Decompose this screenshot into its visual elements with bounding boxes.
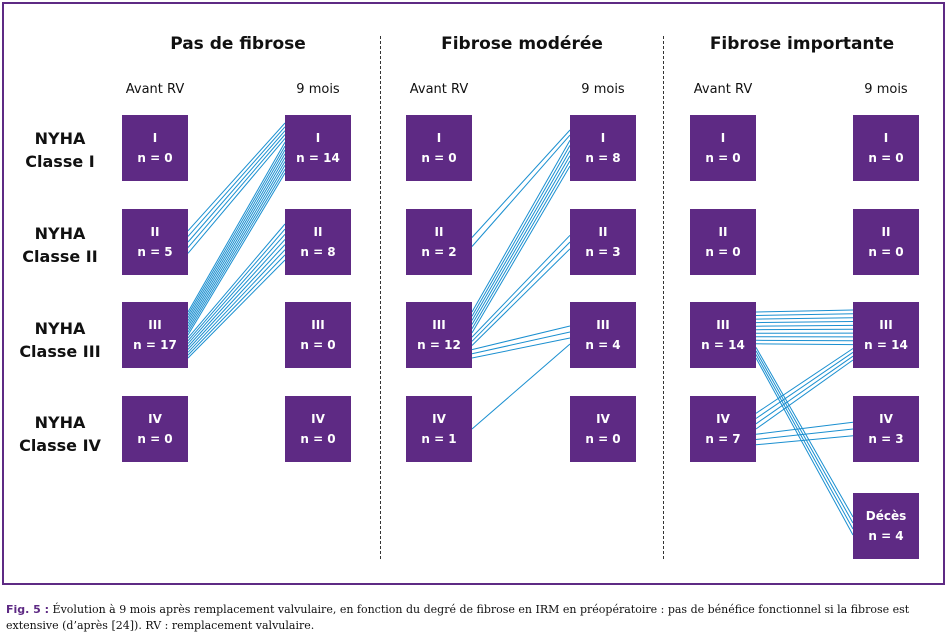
transition-line: [471, 145, 571, 317]
transition-line: [755, 317, 854, 320]
transition-line: [755, 309, 854, 313]
transition-line: [187, 153, 286, 321]
transition-line: [755, 347, 854, 518]
transition-line: [755, 324, 854, 327]
transition-line: [187, 254, 286, 356]
before-label: Avant RV: [125, 82, 185, 97]
transition-line: [471, 325, 571, 351]
before-label: Avant RV: [409, 82, 469, 97]
transition-line: [471, 234, 571, 338]
after-label: 9 mois: [296, 82, 340, 97]
figure-frame: [2, 2, 945, 585]
column-divider: [663, 36, 664, 559]
transition-line: [471, 165, 571, 334]
transition-line: [187, 228, 286, 342]
transition-line: [471, 150, 571, 321]
transition-line: [187, 239, 286, 347]
column-title-no-fibrosis: Pas de fibrose: [170, 34, 306, 54]
transition-line: [187, 126, 286, 237]
transition-line: [471, 140, 571, 313]
transition-line: [187, 157, 286, 324]
figure-caption: Fig. 5 : Évolution à 9 mois après rempla…: [6, 603, 910, 632]
transition-line: [755, 354, 854, 530]
after-label: Avant RV: [693, 82, 753, 97]
transition-line: [471, 343, 571, 430]
transition-line: [755, 339, 854, 342]
transition-line: [755, 350, 854, 524]
transition-line: [471, 160, 571, 329]
transition-line: [755, 359, 854, 430]
transition-line: [755, 421, 854, 435]
transition-line: [187, 145, 286, 316]
column-divider: [380, 36, 381, 559]
transition-line: [187, 223, 286, 339]
transition-line: [187, 168, 286, 333]
transition-line: [187, 122, 286, 232]
transition-line: [471, 134, 571, 247]
transition-line: [471, 248, 571, 346]
transition-line: [187, 249, 286, 353]
transition-line: [187, 141, 286, 313]
transition-line: [187, 130, 286, 243]
after-label: 9 mois: [864, 82, 908, 97]
transition-line: [187, 244, 286, 350]
after-label: 9 mois: [581, 82, 625, 97]
transition-line: [471, 129, 571, 238]
transition-line: [755, 357, 854, 536]
transition-line: [755, 428, 854, 440]
transition-line: [471, 331, 571, 355]
transition-line: [755, 343, 854, 346]
transition-line: [755, 355, 854, 425]
transition-line: [755, 313, 854, 316]
transition-line: [187, 134, 286, 248]
column-title-moderate-fibrosis: Fibrose modérée: [441, 34, 603, 54]
transition-line: [187, 259, 286, 359]
transition-line: [187, 172, 286, 336]
column-title-severe-fibrosis: Fibrose importante: [709, 34, 895, 54]
transition-line: [187, 149, 286, 319]
transition-line: [471, 337, 571, 359]
transition-line: [755, 348, 854, 414]
transition-line: [755, 351, 854, 419]
transition-line: [755, 328, 854, 331]
transition-line: [187, 233, 286, 344]
transition-line: [471, 241, 571, 342]
transition-line: [187, 161, 286, 327]
transition-line: [755, 321, 854, 324]
transition-line: [187, 138, 286, 254]
transition-line: [755, 435, 854, 446]
transition-line: [471, 155, 571, 325]
transition-line: [187, 165, 286, 330]
